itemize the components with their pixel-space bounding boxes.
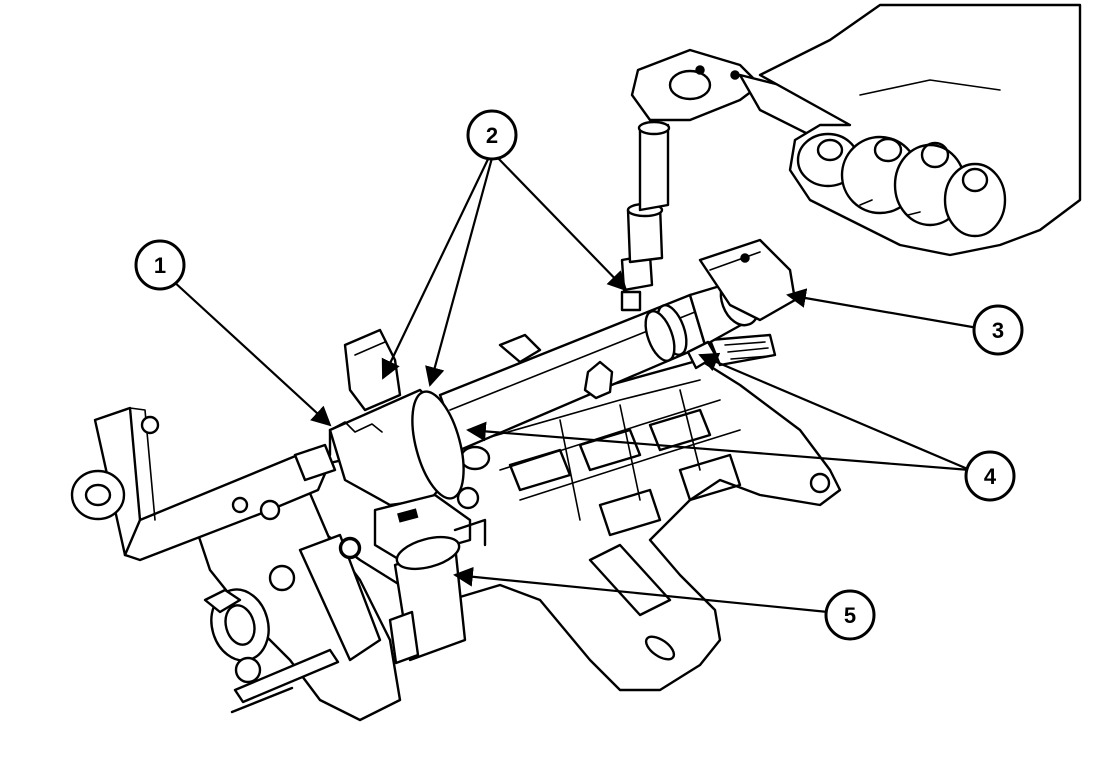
leader-line-2a — [381, 154, 491, 380]
switch-motor — [339, 486, 487, 665]
callout-4: 4 — [964, 450, 1016, 502]
leader-line-2c — [495, 155, 628, 292]
callout-circle — [466, 109, 518, 161]
callout-number: 5 — [844, 603, 856, 628]
leader-line-4b — [698, 352, 971, 472]
leader-line-1 — [171, 279, 332, 427]
callout-circle — [972, 304, 1024, 356]
callout-1: 1 — [134, 239, 186, 291]
steering-column-tube — [438, 238, 797, 471]
callout-circle — [134, 239, 186, 291]
callout-circle — [824, 589, 876, 641]
leader-line-4a — [466, 421, 971, 472]
callout-number: 1 — [154, 253, 166, 278]
callout-circle — [964, 450, 1016, 502]
leader-lines — [171, 154, 979, 614]
callout-5: 5 — [824, 589, 876, 641]
lock-housing — [328, 328, 542, 507]
callout-number: 2 — [486, 123, 498, 148]
callout-number: 4 — [984, 464, 997, 489]
lower-shaft-assembly — [188, 468, 402, 722]
callout-3: 3 — [972, 304, 1024, 356]
callout-2: 2 — [466, 109, 518, 161]
callout-number: 3 — [992, 318, 1004, 343]
tilt-lever-bracket — [70, 406, 337, 562]
socket-wrench — [620, 48, 852, 312]
leader-line-3 — [786, 288, 979, 330]
leader-line-2b — [425, 157, 494, 387]
leader-line-5 — [453, 566, 829, 614]
hand — [758, 3, 1082, 257]
